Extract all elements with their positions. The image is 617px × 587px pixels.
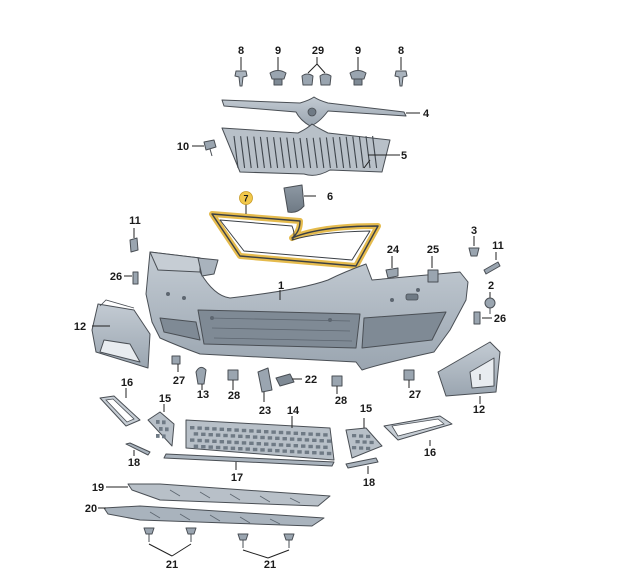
clip-part-25 bbox=[427, 256, 439, 283]
callout-labels: 8 9 29 9 8 4 10 5 6 7 11 3 24 25 11 26 1… bbox=[74, 45, 506, 571]
callout-20: 20 bbox=[85, 503, 97, 515]
clip-part-27-left bbox=[171, 355, 181, 372]
callout-25: 25 bbox=[427, 244, 439, 256]
callout-12-right: 12 bbox=[473, 404, 485, 416]
side-grille-part-15-left bbox=[147, 404, 175, 447]
callout-10: 10 bbox=[177, 141, 189, 153]
callout-29: 29 bbox=[312, 45, 324, 57]
callout-12-left: 12 bbox=[74, 321, 86, 333]
callout-2: 2 bbox=[488, 280, 494, 292]
screw-part-2 bbox=[484, 292, 496, 314]
clip-part-13 bbox=[195, 366, 207, 390]
side-grille-part-15-right bbox=[345, 418, 383, 459]
callout-23: 23 bbox=[259, 405, 271, 417]
clip-part-26-right bbox=[473, 311, 492, 325]
upper-trim-strip-part-4 bbox=[221, 96, 420, 127]
callout-24: 24 bbox=[387, 244, 400, 256]
fog-frame-part-16-left bbox=[99, 388, 141, 427]
callout-28-left: 28 bbox=[228, 390, 240, 402]
callout-8-left: 8 bbox=[238, 45, 244, 57]
callout-1: 1 bbox=[278, 280, 284, 292]
callout-9-right: 9 bbox=[355, 45, 361, 57]
callout-11-right: 11 bbox=[492, 240, 504, 252]
callout-15-left: 15 bbox=[159, 393, 171, 405]
callout-6: 6 bbox=[327, 191, 333, 203]
clip-part-8-left bbox=[234, 57, 248, 87]
callout-8-right: 8 bbox=[398, 45, 404, 57]
callout-5: 5 bbox=[401, 150, 407, 162]
callout-16-right: 16 bbox=[424, 447, 436, 459]
callout-21-left: 21 bbox=[166, 559, 178, 571]
fog-frame-part-16-right bbox=[383, 415, 453, 446]
lower-grille-part-14 bbox=[185, 416, 335, 461]
trim-part-18-left bbox=[125, 442, 151, 456]
callout-27-left: 27 bbox=[173, 375, 185, 387]
clip-part-27-right bbox=[403, 369, 415, 388]
screw-part-10 bbox=[192, 139, 217, 157]
callout-9-left: 9 bbox=[275, 45, 281, 57]
clip-part-29-pair bbox=[301, 57, 332, 86]
callout-26-right: 26 bbox=[494, 313, 506, 325]
callout-28-right: 28 bbox=[335, 395, 347, 407]
callout-16-left: 16 bbox=[121, 377, 133, 389]
callout-19: 19 bbox=[92, 482, 104, 494]
callout-13: 13 bbox=[197, 389, 209, 401]
side-bracket-part-12-left bbox=[91, 299, 151, 369]
callout-7-highlighted: 7 bbox=[243, 194, 248, 204]
callout-21-right: 21 bbox=[264, 559, 276, 571]
callout-3: 3 bbox=[471, 225, 477, 237]
clip-part-9-left bbox=[269, 57, 287, 86]
callout-11-left: 11 bbox=[129, 215, 141, 227]
callout-26-left: 26 bbox=[110, 271, 122, 283]
clip-part-11-right bbox=[483, 252, 501, 275]
bracket-part-6 bbox=[283, 184, 316, 213]
underbody-guard-part-20 bbox=[98, 505, 325, 527]
clip-part-24 bbox=[385, 256, 399, 279]
callout-4: 4 bbox=[423, 108, 430, 120]
radiator-grille-part-5 bbox=[221, 123, 400, 176]
side-bracket-part-12-right bbox=[437, 341, 501, 404]
bumper-cover-part-1 bbox=[145, 251, 469, 371]
screws-part-21-left bbox=[143, 527, 197, 557]
grille-seal-part-7 bbox=[209, 204, 381, 269]
clip-part-9-right bbox=[349, 57, 367, 86]
trim-part-18-right bbox=[345, 457, 379, 474]
callout-27-right: 27 bbox=[409, 389, 421, 401]
callout-15-right: 15 bbox=[360, 403, 372, 415]
clip-part-8-right bbox=[394, 57, 408, 87]
lower-trim-part-17 bbox=[163, 453, 335, 470]
callout-17: 17 bbox=[231, 472, 243, 484]
screws-part-21-right bbox=[237, 533, 295, 559]
clip-part-28-right bbox=[331, 375, 343, 394]
callout-18-left: 18 bbox=[128, 457, 140, 469]
clip-part-28-left bbox=[227, 369, 239, 390]
clip-part-26-left bbox=[124, 271, 139, 285]
leader-lines bbox=[92, 159, 481, 380]
spoiler-part-19 bbox=[106, 483, 331, 507]
sensor-part-22 bbox=[275, 373, 302, 387]
callout-22: 22 bbox=[305, 374, 317, 386]
clip-part-3 bbox=[468, 236, 480, 257]
callout-18-right: 18 bbox=[363, 477, 375, 489]
callout-14: 14 bbox=[287, 405, 300, 417]
clip-part-11-left bbox=[129, 228, 139, 253]
highlight-badge bbox=[239, 191, 253, 205]
bracket-part-23 bbox=[257, 367, 273, 402]
